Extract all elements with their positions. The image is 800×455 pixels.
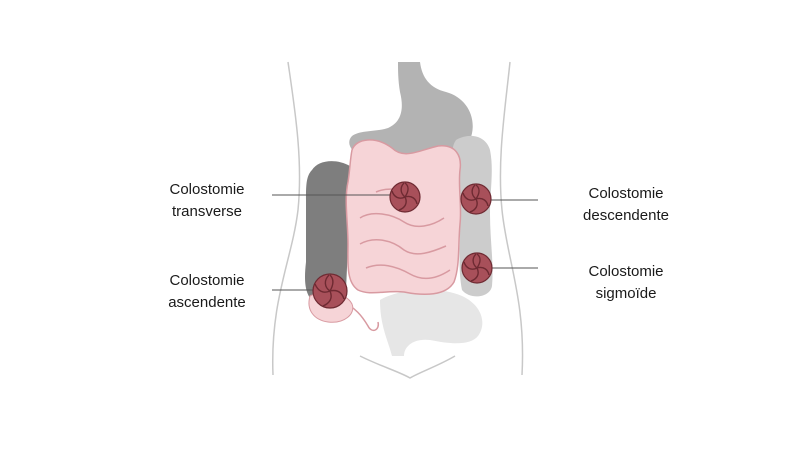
stoma-transverse — [389, 181, 421, 213]
small-intestine-mass — [345, 139, 462, 296]
label-colostomie-sigmoide: Colostomie sigmoïde — [566, 261, 686, 305]
ascending-colon — [305, 161, 355, 307]
body-outline — [271, 61, 524, 379]
label-ascendante-line2: ascendente — [168, 294, 246, 311]
torso-left-edge — [271, 61, 301, 376]
stoma-sigmoide-folds — [463, 253, 490, 282]
label-colostomie-ascendante: Colostomie ascendente — [148, 270, 266, 314]
label-transverse-line1: Colostomie — [169, 181, 245, 198]
label-sigmoide-line1: Colostomie — [588, 263, 664, 280]
stomach — [349, 62, 473, 167]
stoma-descendante-folds — [462, 184, 489, 213]
rectum — [380, 289, 483, 356]
small-intestine-loop-2 — [359, 238, 447, 255]
pelvis-curve — [359, 355, 456, 379]
stoma-descendante — [460, 183, 492, 215]
stoma-ascendante — [312, 273, 348, 309]
label-ascendante-line1: Colostomie — [169, 272, 245, 289]
label-descendante-line2: descendente — [583, 207, 669, 224]
label-colostomie-descendante: Colostomie descendente — [566, 183, 686, 227]
small-intestine-loop-3 — [365, 264, 451, 280]
label-transverse-line2: transverse — [171, 203, 243, 220]
label-sigmoide-line2: sigmoïde — [595, 285, 657, 302]
stoma-transverse-folds — [391, 182, 418, 211]
label-descendante-line1: Colostomie — [588, 185, 664, 202]
torso-right-edge — [499, 61, 524, 376]
label-colostomie-transverse: Colostomie transverse — [148, 179, 266, 223]
small-intestine-loop-1 — [359, 212, 445, 228]
stoma-sigmoide — [461, 252, 493, 284]
stoma-ascendante-folds — [314, 274, 345, 307]
small-intestine — [308, 139, 462, 332]
